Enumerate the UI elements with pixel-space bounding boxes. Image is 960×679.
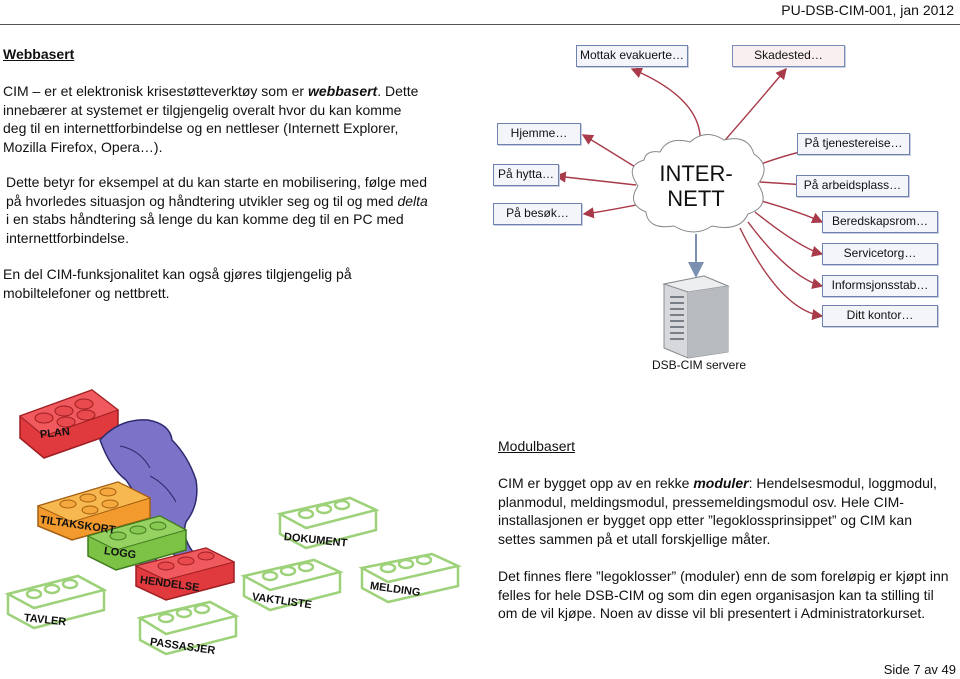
section-heading-webbasert: Webbasert [3, 46, 75, 62]
document-id: PU-DSB-CIM-001, jan 2012 [781, 2, 954, 18]
location-box-beredskapsrom: Beredskapsrom… [822, 211, 938, 233]
location-box-paa-besok: På besøk… [493, 203, 582, 225]
hendelse-brick [134, 547, 236, 601]
modul-paragraph-2: Det finnes flere ”legoklosser” (moduler)… [498, 568, 949, 621]
location-box-paa-hytta: På hytta… [493, 164, 559, 186]
internet-cloud-label: INTER-NETT [659, 161, 733, 211]
section-heading-modulbasert: Modulbasert [498, 438, 576, 454]
location-box-paa-arbeidsplass: På arbeidsplass… [796, 175, 909, 197]
outline-bricks [4, 496, 462, 656]
location-box-informsjonsstab: Informsjonsstab… [822, 275, 938, 297]
header-rule [0, 24, 960, 25]
page-number: Side 7 av 49 [883, 662, 956, 677]
location-box-mottak-evakuerte: Mottak evakuerte… [576, 45, 688, 67]
logg-brick [86, 515, 188, 571]
location-box-ditt-kontor: Ditt kontor… [822, 305, 938, 327]
server-icon [662, 275, 730, 359]
plan-brick [19, 389, 120, 459]
web-paragraph-3: En del CIM-funksjonalitet kan også gjøre… [3, 266, 352, 301]
web-paragraph-1: CIM – er et elektronisk krisestøtteverkt… [3, 83, 419, 155]
location-box-hjemme: Hjemme… [497, 123, 581, 145]
tiltakskort-brick [36, 481, 152, 541]
web-paragraph-2: Dette betyr for eksempel at du kan start… [6, 174, 428, 246]
server-caption: DSB-CIM servere [652, 358, 747, 372]
modul-paragraph-1: CIM er bygget opp av en rekke moduler: H… [498, 475, 937, 547]
location-box-paa-tjenestereise: På tjenestereise… [797, 133, 910, 155]
location-box-skadested: Skadested… [732, 45, 845, 67]
location-box-servicetorg: Servicetorg… [822, 243, 938, 265]
lego-modules-illustration [4, 389, 462, 656]
